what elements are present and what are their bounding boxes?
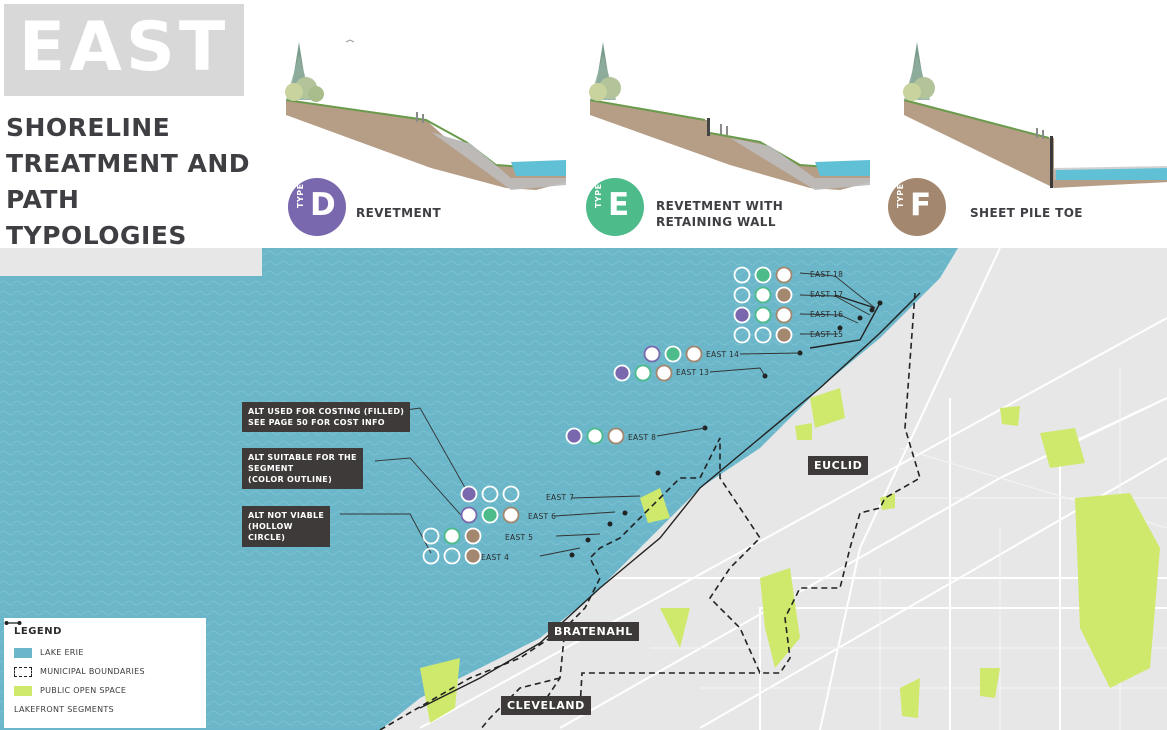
- alt-circle-east-17-1: [733, 286, 751, 304]
- alt-circle-east-14-2: [664, 345, 682, 363]
- alt-circle-east-16-3: [775, 306, 793, 324]
- type-e-name: REVETMENT WITH RETAINING WALL: [656, 199, 784, 229]
- segment-label-east-8: EAST 8: [628, 433, 657, 442]
- alt-circle-east-7-1: [460, 485, 478, 503]
- header: EAST SHORELINE TREATMENT AND PATH TYPOLO…: [0, 0, 1167, 250]
- segment-nodes: [569, 300, 883, 558]
- alt-circle-east-8-3: [607, 427, 625, 445]
- type-f-name: SHEET PILE TOE: [970, 206, 1083, 220]
- alt-circle-east-6-1: [460, 506, 478, 524]
- type-d-name: REVETMENT: [356, 206, 442, 220]
- page-subtitle: SHORELINE TREATMENT AND PATH TYPOLOGIES: [6, 113, 250, 250]
- alt-circle-east-17-2: [754, 286, 772, 304]
- revetment-section-diagram: [285, 39, 566, 190]
- alt-circle-east-15-1: [733, 326, 751, 344]
- alt-circle-east-6-3: [502, 506, 520, 524]
- alt-circle-east-5-3: [464, 527, 482, 545]
- type-d-badge: TYPE D: [288, 178, 346, 236]
- note-alt-suitable: ALT SUITABLE FOR THE SEGMENT (COLOR OUTL…: [242, 448, 363, 489]
- public-open-space: [420, 388, 1160, 723]
- alt-circle-east-13-2: [634, 364, 652, 382]
- alt-circle-east-4-1: [422, 547, 440, 565]
- title-block: EAST: [4, 4, 244, 96]
- alt-circle-east-18-3: [775, 266, 793, 284]
- alt-circle-east-17-3: [775, 286, 793, 304]
- legend-item-boundary: MUNICIPAL BOUNDARIES: [14, 662, 196, 681]
- segment-label-east-13: EAST 13: [676, 368, 710, 377]
- segment-label-east-5: EAST 5: [505, 533, 534, 542]
- alt-circle-east-13-1: [613, 364, 631, 382]
- segment-label-east-6: EAST 6: [528, 512, 557, 521]
- segment-label-east-15: EAST 15: [810, 330, 844, 339]
- legend-title: LEGEND: [14, 626, 62, 637]
- leader-lines: [340, 272, 876, 557]
- city-label-euclid: EUCLID: [808, 456, 869, 475]
- alt-circle-east-16-1: [733, 306, 751, 324]
- alt-circle-east-8-2: [586, 427, 604, 445]
- boundary-swatch: [14, 666, 32, 677]
- alt-circle-east-18-2: [754, 266, 772, 284]
- segment-swatch: [4, 621, 22, 625]
- legend-label-segment: LAKEFRONT SEGMENTS: [14, 705, 114, 714]
- alt-circle-east-14-3: [685, 345, 703, 363]
- segment-label-east-4: EAST 4: [481, 553, 510, 562]
- alt-circle-east-15-3: [775, 326, 793, 344]
- park-swatch: [14, 685, 32, 696]
- lakefront-segments: [419, 292, 921, 709]
- segment-label-east-17: EAST 17: [810, 290, 844, 299]
- note-alt-not-viable: ALT NOT VIABLE (HOLLOW CIRCLE): [242, 506, 331, 547]
- shoreline-map: EUCLID BRATENAHL CLEVELAND ALT USED FOR …: [0, 248, 1167, 730]
- alt-circle-east-15-2: [754, 326, 772, 344]
- alt-circle-east-5-1: [422, 527, 440, 545]
- alternative-circles: [422, 266, 793, 565]
- map-canvas: [0, 248, 1167, 730]
- alt-circle-east-4-2: [443, 547, 461, 565]
- legend-item-segment: LAKEFRONT SEGMENTS: [4, 621, 196, 719]
- city-label-bratenahl: BRATENAHL: [548, 622, 639, 641]
- legend-label-park: PUBLIC OPEN SPACE: [40, 686, 127, 695]
- legend-label-lake: LAKE ERIE: [40, 648, 84, 657]
- legend-label-boundary: MUNICIPAL BOUNDARIES: [40, 667, 145, 676]
- segment-label-east-18: EAST 18: [810, 270, 844, 279]
- lake-swatch: [14, 647, 32, 658]
- alt-circle-east-16-2: [754, 306, 772, 324]
- legend-item-lake: LAKE ERIE: [14, 643, 196, 662]
- revetment-retaining-wall-diagram: [589, 42, 870, 190]
- city-label-cleveland: CLEVELAND: [501, 696, 591, 715]
- lake-texture: [0, 248, 958, 730]
- alt-circle-east-18-1: [733, 266, 751, 284]
- alt-circle-east-4-3: [464, 547, 482, 565]
- note-alt-costing: ALT USED FOR COSTING (FILLED) SEE PAGE 5…: [242, 402, 411, 432]
- alt-circle-east-14-1: [643, 345, 661, 363]
- segment-label-east-14: EAST 14: [706, 350, 740, 359]
- type-f-badge: TYPE F: [888, 178, 946, 236]
- segment-label-east-16: EAST 16: [810, 310, 844, 319]
- alt-circle-east-7-2: [481, 485, 499, 503]
- sheet-pile-toe-diagram: [903, 42, 1167, 188]
- legend: LEGEND LAKE ERIE MUNICIPAL BOUNDARIES PU…: [4, 618, 206, 728]
- alt-circle-east-8-1: [565, 427, 583, 445]
- alt-circle-east-7-3: [502, 485, 520, 503]
- alt-circle-east-5-2: [443, 527, 461, 545]
- segment-label-east-7: EAST 7: [546, 493, 575, 502]
- type-e-badge: TYPE E: [586, 178, 644, 236]
- alt-circle-east-13-3: [655, 364, 673, 382]
- page-title: EAST: [18, 8, 230, 87]
- legend-item-park: PUBLIC OPEN SPACE: [14, 681, 196, 700]
- alt-circle-east-6-2: [481, 506, 499, 524]
